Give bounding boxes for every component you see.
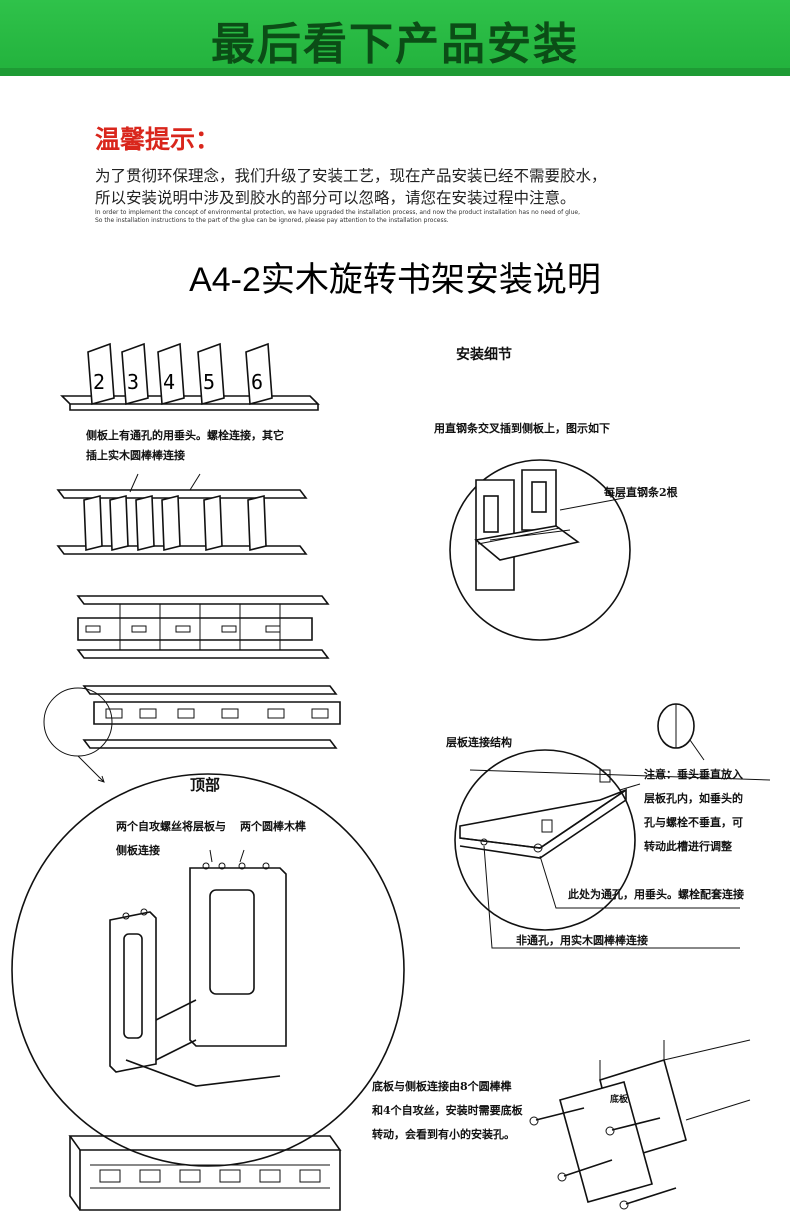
top-side-label: 侧板连接 (116, 844, 160, 857)
caution-line-4: 转动此槽进行调整 (644, 840, 732, 853)
caution-line-2: 层板孔内，如垂头的 (644, 792, 743, 805)
step-panels-illustration (60, 342, 320, 411)
step-assembled-illustration (43, 685, 341, 783)
step-number: 5 (203, 370, 215, 394)
bottom-board-label: 底板 (610, 1095, 629, 1105)
top-screws-label: 两个自攻螺丝将层板与 (116, 820, 226, 833)
layer-title: 层板连接结构 (446, 736, 512, 749)
bottom-note-line-1: 底板与侧板连接由8个圆棒榫 (372, 1080, 512, 1093)
step-frame-illustration (76, 595, 330, 659)
step-number: 3 (127, 370, 139, 394)
detail-title: 安装细节 (456, 347, 512, 363)
header-banner: 最后看下产品安装 (0, 0, 790, 76)
step-rails-illustration (56, 473, 308, 555)
layer-connection-illustration (454, 749, 771, 949)
top-dowels-label: 两个圆棒木榫 (240, 820, 306, 833)
through-hole-label: 此处为通孔，用垂头。螺栓配套连接 (568, 888, 744, 901)
steel-rod-detail-illustration (449, 459, 631, 641)
bottom-board-illustration (529, 1039, 751, 1210)
banner-strip (0, 68, 790, 76)
left-note-line-2: 插上实木圆棒棒连接 (86, 449, 185, 462)
step-number: 4 (163, 370, 175, 394)
banner-title: 最后看下产品安装 (211, 19, 579, 70)
notice-english-line-1: In order to implement the concept of env… (95, 209, 580, 216)
steel-rod-label: 每层直钢条2根 (604, 486, 678, 499)
notice-english-line-2: So the installation instructions to the … (95, 217, 449, 224)
step-number: 2 (93, 370, 105, 394)
step-number: 6 (251, 370, 263, 394)
bottom-note-line-2: 和4个自攻丝，安装时需要底板 (372, 1104, 523, 1117)
caution-line-1: 注意：垂头垂直放入 (644, 768, 743, 781)
top-detail-illustration (11, 773, 405, 1167)
notice-title: 温馨提示： (95, 125, 221, 154)
left-note-line-1: 侧板上有通孔的用垂头。螺栓连接，其它 (86, 429, 284, 442)
manual-title: A4-2实木旋转书架安装说明 (189, 261, 601, 299)
notice-line-2: 所以安装说明中涉及到胶水的部分可以忽略，请您在安装过程中注意。 (95, 189, 576, 207)
detail-note: 用直钢条交叉插到侧板上，图示如下 (434, 422, 610, 435)
dowel-illustration (657, 703, 705, 761)
notice-line-1: 为了贯彻环保理念，我们升级了安装工艺，现在产品安装已经不需要胶水， (95, 167, 607, 185)
bottom-note-line-3: 转动，会看到有小的安装孔。 (372, 1128, 515, 1141)
caution-line-3: 孔与螺栓不垂直，可 (644, 816, 743, 829)
blind-hole-label: 非通孔，用实木圆棒棒连接 (516, 934, 648, 947)
top-label: 顶部 (190, 776, 221, 794)
bottom-frame-illustration (68, 1135, 342, 1211)
